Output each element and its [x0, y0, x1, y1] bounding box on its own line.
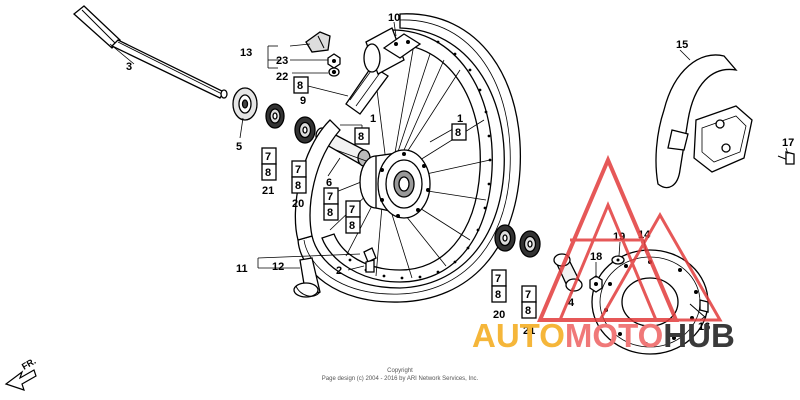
label-20-right: 20 [493, 309, 505, 321]
label-21-left: 21 [262, 185, 274, 197]
label-18: 18 [590, 251, 602, 263]
rim-lock [382, 33, 422, 59]
label-9: 9 [300, 95, 306, 107]
label-5: 5 [236, 141, 242, 153]
disc-nut-18 [589, 275, 603, 293]
disc-cover [655, 54, 753, 189]
brand-hub: HUB [663, 317, 735, 354]
label-10: 10 [388, 12, 400, 24]
label-17: 17 [782, 137, 794, 149]
hub [359, 149, 431, 219]
axle [72, 5, 228, 99]
spoke-nipple [363, 247, 377, 273]
fr-label: FR. [20, 356, 38, 372]
box-7-left-c: 7 [327, 191, 333, 203]
copyright-line-2: Page design (c) 2004 - 2016 by ARI Netwo… [321, 376, 479, 382]
box-7-right-a: 7 [495, 273, 501, 285]
label-6: 6 [326, 177, 332, 189]
reference-boxes: 8 8 8 7 8 7 8 7 8 7 8 7 8 7 8 [261, 76, 537, 319]
tire-flap-12 [293, 257, 321, 298]
box-8-top: 8 [297, 80, 303, 92]
box-8-right-b: 8 [525, 305, 531, 317]
bearing-right-inner [519, 230, 541, 258]
dust-seal-left [232, 87, 258, 121]
label-1-left: 1 [370, 113, 376, 125]
label-4: 4 [568, 297, 575, 309]
label-3: 3 [126, 61, 132, 73]
rim-lock-washer-22 [328, 67, 340, 77]
label-23: 23 [276, 55, 288, 67]
rim-lock-cap [305, 31, 331, 53]
label-1-right: 1 [457, 113, 463, 125]
box-8-right-a: 8 [495, 289, 501, 301]
box-7-left-d: 7 [349, 204, 355, 216]
box-7-left-b: 7 [295, 164, 301, 176]
copyright-line-1: Copyright [387, 368, 413, 374]
label-21-right: 21 [523, 325, 535, 337]
box-8-left-c: 8 [327, 207, 333, 219]
box-7-right-b: 7 [525, 289, 531, 301]
bearing-right-outer [494, 224, 516, 252]
leader-lines [109, 21, 789, 321]
label-11: 11 [236, 263, 248, 275]
bearing-left-outer [265, 103, 285, 129]
box-8-left-a: 8 [265, 167, 271, 179]
disc-bolt-16 [689, 299, 709, 319]
label-12: 12 [272, 261, 284, 273]
watermark-brand-text: AUTOMOTOHUB [472, 318, 735, 354]
box-8-hub-left: 8 [358, 131, 364, 143]
label-13: 13 [240, 47, 252, 59]
label-22: 22 [276, 71, 288, 83]
label-2: 2 [336, 265, 342, 277]
label-20-left: 20 [292, 198, 304, 210]
box-8-left-b: 8 [295, 180, 301, 192]
brand-auto: AUTO [472, 317, 565, 354]
disc-washer-19 [611, 255, 625, 265]
watermark-logo [536, 154, 723, 322]
box-8-left-d: 8 [349, 220, 355, 232]
label-16: 16 [698, 321, 710, 333]
box-7-left-a: 7 [265, 151, 271, 163]
disc-cover-bolt [777, 151, 795, 165]
inner-tube-valve [345, 27, 405, 115]
rim-lock-nut-23 [327, 53, 341, 69]
label-15: 15 [676, 39, 688, 51]
brand-moto: MOTO [564, 317, 664, 354]
front-direction-indicator: FR. [4, 356, 38, 391]
bearing-left-inner [294, 116, 316, 144]
rim-assembly [294, 13, 522, 303]
box-8-hub-right: 8 [455, 127, 461, 139]
